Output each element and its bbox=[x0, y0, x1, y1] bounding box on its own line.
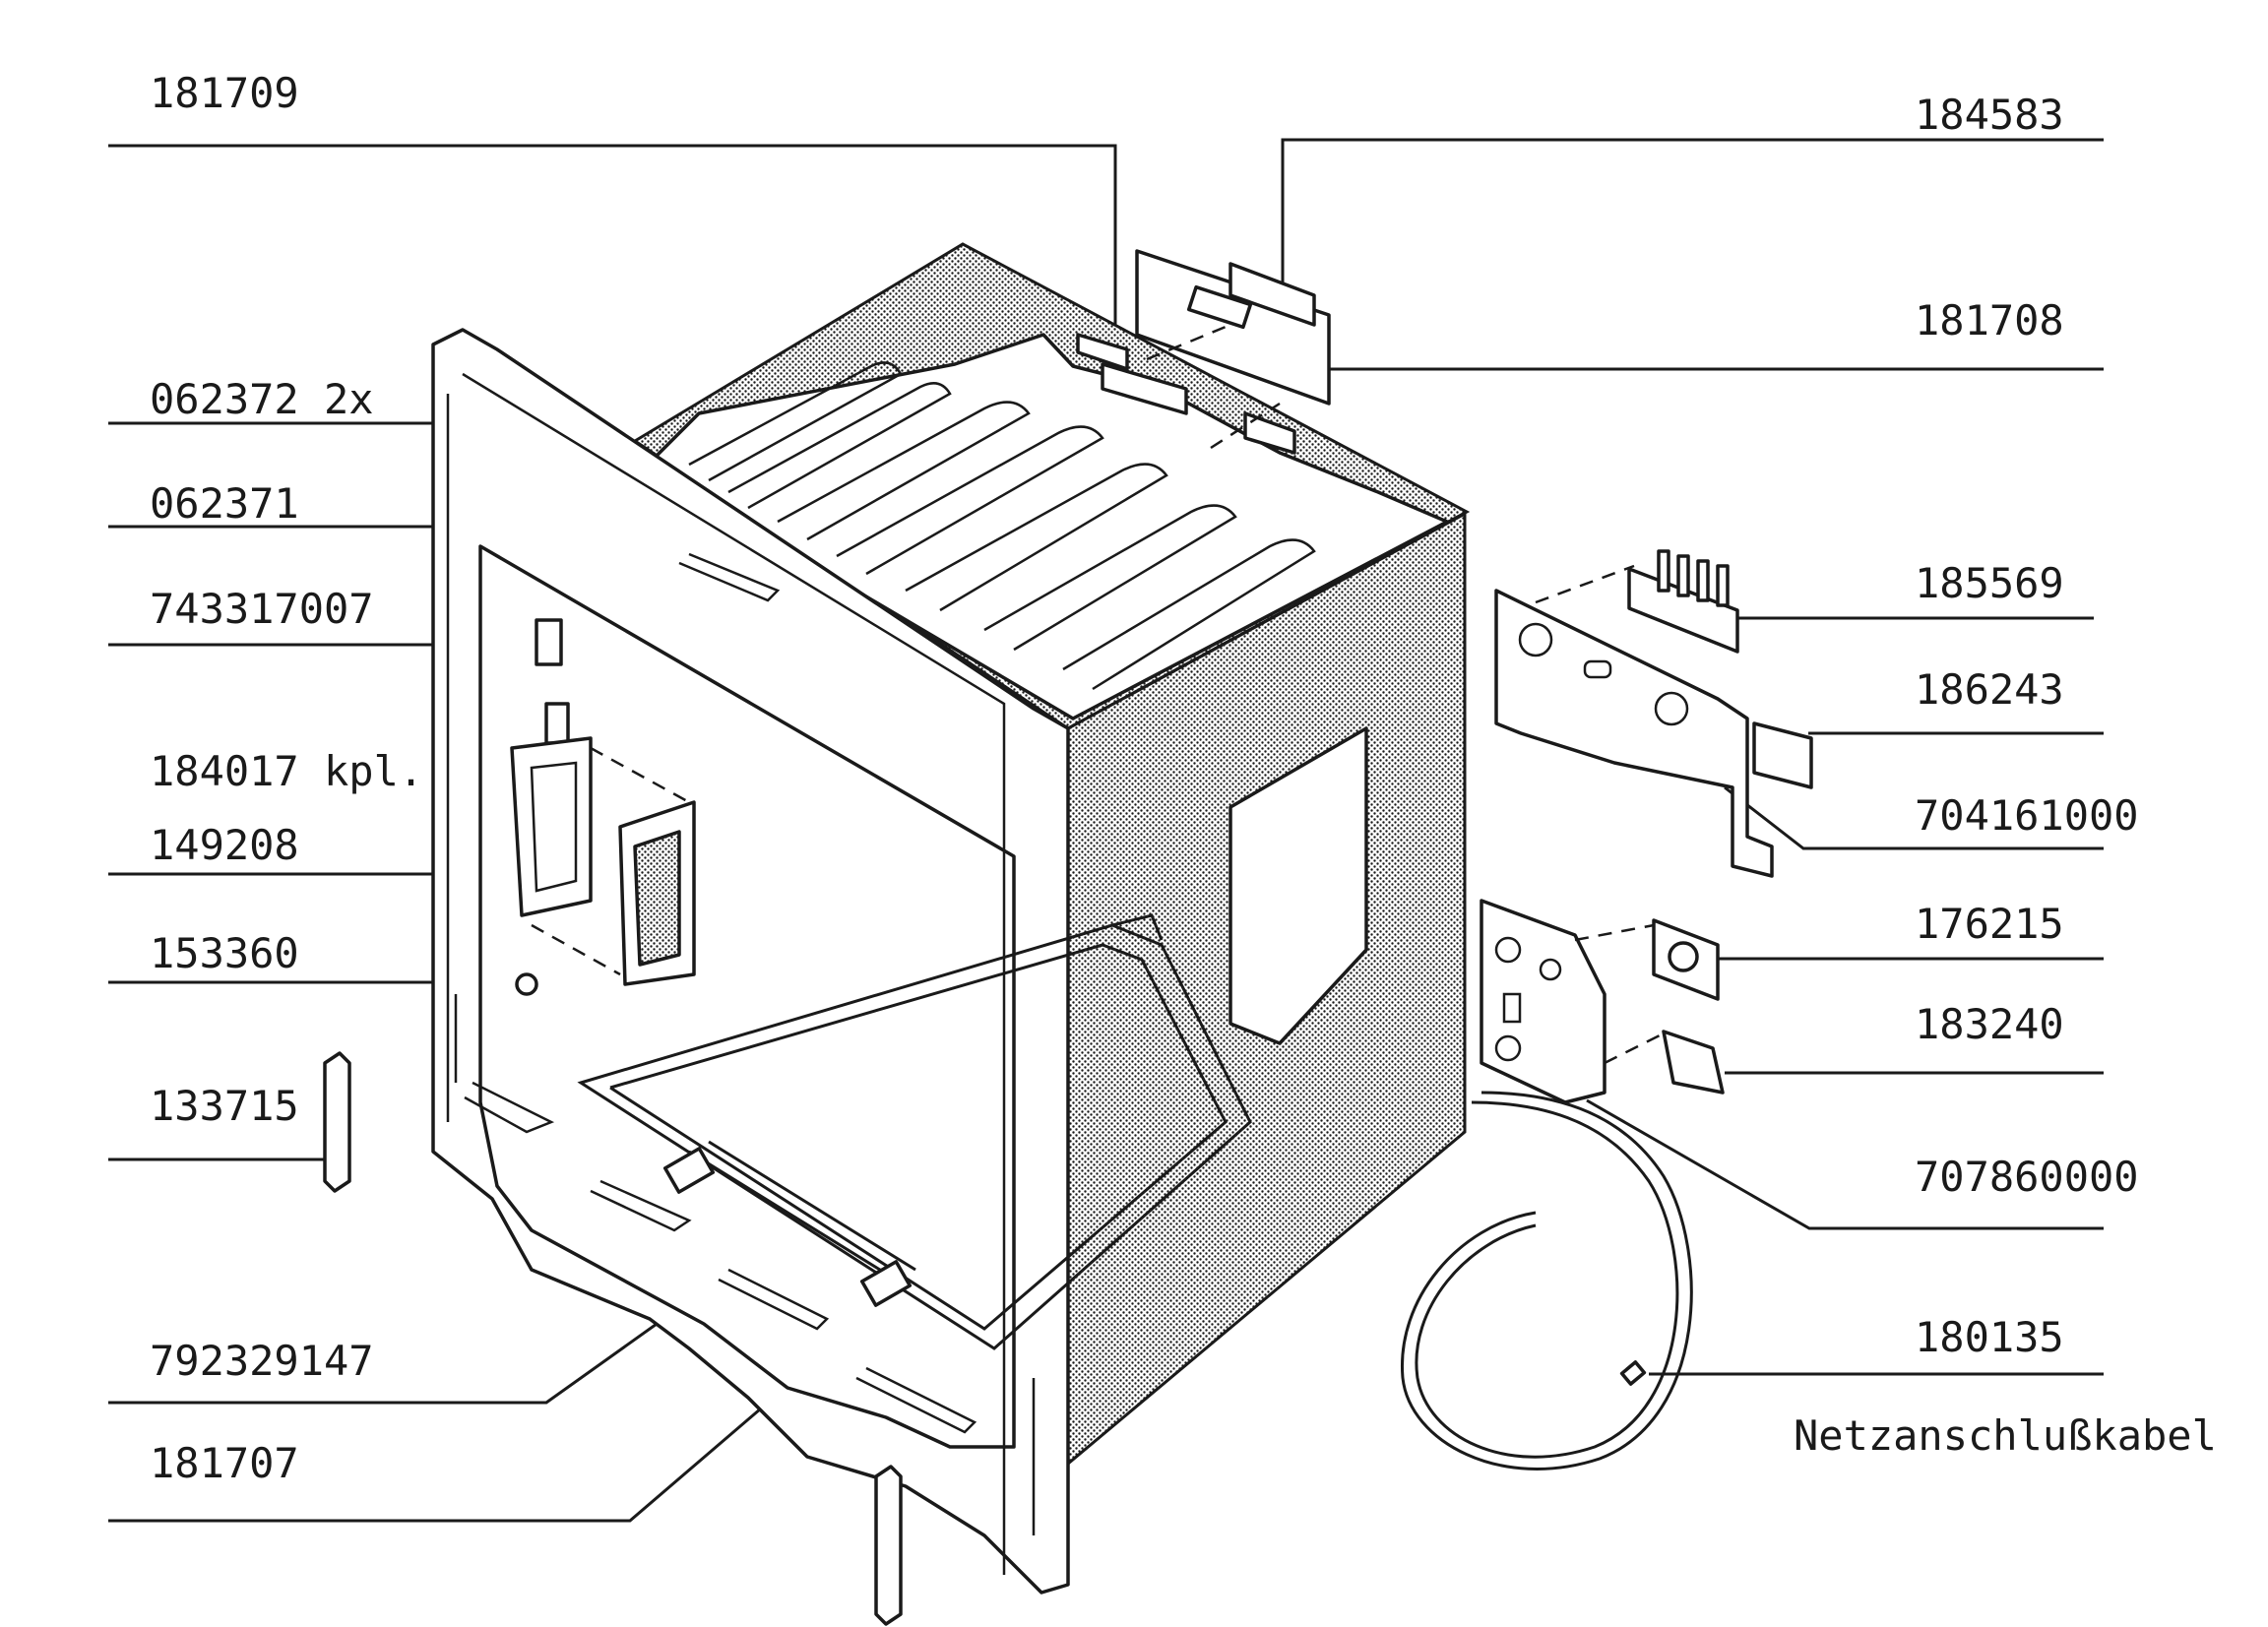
part-number-186243: 186243 bbox=[1915, 665, 2064, 714]
part-number-181709: 181709 bbox=[150, 69, 299, 117]
part-number-185569: 185569 bbox=[1915, 559, 2064, 607]
heating-element bbox=[577, 913, 1252, 1350]
part-number-181708: 181708 bbox=[1915, 296, 2064, 344]
leader-184583 bbox=[1281, 138, 2104, 285]
top-panel bbox=[632, 242, 1471, 730]
leader-lines bbox=[108, 138, 2104, 1523]
part-number-707860000: 707860000 bbox=[1915, 1153, 2139, 1201]
part-number-176215: 176215 bbox=[1915, 900, 2064, 948]
leader-704161000 bbox=[1724, 785, 2104, 850]
side-strips bbox=[323, 1051, 903, 1626]
part-number-062371: 062371 bbox=[150, 479, 299, 528]
front-frame bbox=[431, 328, 1070, 1595]
top-connectors bbox=[1076, 249, 1331, 455]
leader-707860000 bbox=[1586, 1098, 2104, 1230]
switch-panel-assembly bbox=[1400, 549, 1813, 1471]
side-panel bbox=[1066, 511, 1467, 1468]
part-number-184017: 184017 kpl. bbox=[150, 747, 424, 795]
cable-caption: Netzanschlußkabel bbox=[1794, 1411, 2217, 1460]
part-number-180135: 180135 bbox=[1915, 1313, 2064, 1361]
part-number-133715: 133715 bbox=[150, 1082, 299, 1130]
part-number-183240: 183240 bbox=[1915, 1000, 2064, 1048]
leader-181709 bbox=[108, 144, 1117, 346]
part-number-184583: 184583 bbox=[1915, 91, 2064, 139]
leader-792329147 bbox=[108, 1295, 695, 1405]
part-number-153360: 153360 bbox=[150, 929, 299, 977]
lamp-assembly bbox=[510, 618, 696, 996]
part-number-792329147: 792329147 bbox=[150, 1337, 374, 1385]
part-number-743317007: 743317007 bbox=[150, 585, 374, 633]
part-number-181707: 181707 bbox=[150, 1439, 299, 1487]
part-number-062372: 062372 2x bbox=[150, 375, 374, 423]
part-number-704161000: 704161000 bbox=[1915, 791, 2139, 840]
part-number-149208: 149208 bbox=[150, 821, 299, 869]
